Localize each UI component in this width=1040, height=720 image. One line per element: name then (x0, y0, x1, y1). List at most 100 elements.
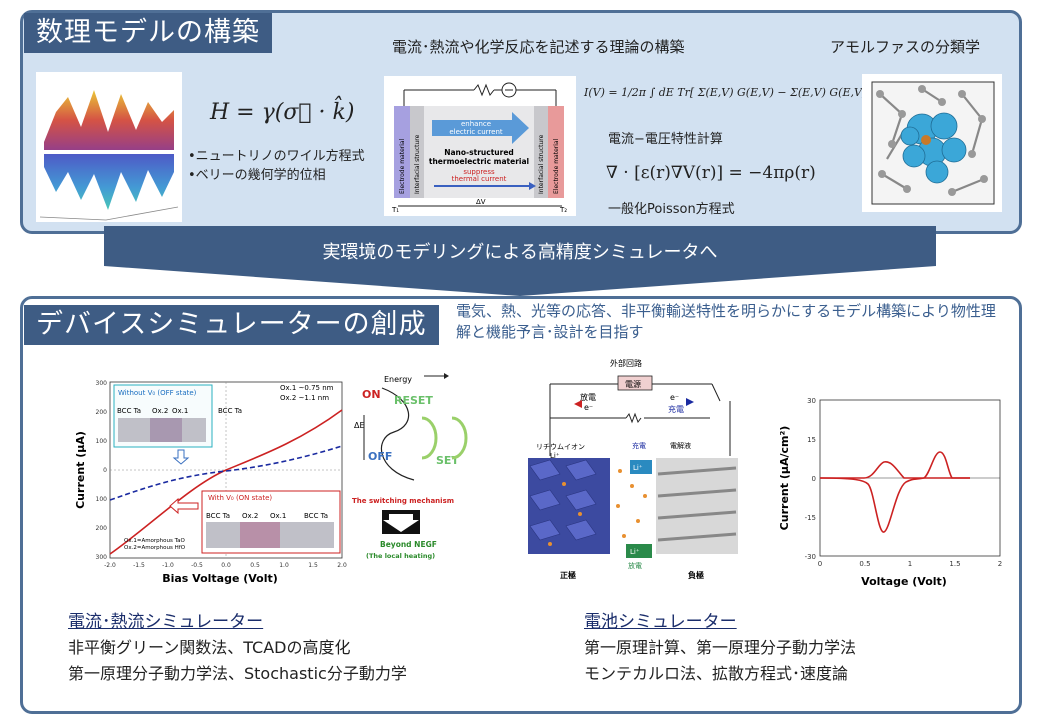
switching-mechanism: Energy ON RESET OFF SET ΔE The switching… (352, 373, 468, 560)
thermo-material-label: thermoelectric material (429, 157, 529, 166)
off-label: OFF (368, 450, 392, 463)
cv-ytick-0: 30 (807, 397, 816, 405)
iv-xtick-5: 0.5 (250, 562, 260, 569)
on-state-label: With V₀ (ON state) (208, 494, 272, 502)
de-label: ΔE (354, 421, 365, 430)
cv-xtick-4: 2 (998, 560, 1002, 568)
li-label: Li⁺ (550, 452, 560, 460)
off-state-label: Without V₀ (OFF state) (118, 389, 197, 397)
cv-ytick-4: -30 (805, 553, 816, 561)
poisson-formula: ∇ · [ε(r)∇V(r)] = −4πρ(r) (606, 163, 816, 183)
cv-xtick-0: 0 (818, 560, 822, 568)
weyl-cone-image (39, 90, 179, 221)
banner-arrow (104, 226, 936, 296)
iv-xlabel: Bias Voltage (Volt) (162, 572, 278, 585)
interfacial-right-label: Interfacial structure (538, 134, 545, 194)
current-formula: I(V) = 1/2π ∫ dE Tr[ Σ(E,V) G(E,V) − Σ(E… (584, 86, 875, 99)
iv-ytick-5: 200 (96, 525, 108, 532)
iv-xtick-1: -1.5 (133, 562, 145, 569)
suppress-label: suppress (463, 168, 495, 176)
bcc-ta-on-left: BCC Ta (206, 512, 230, 520)
thermal-simulator-title: 電流･熱流シミュレーター (68, 612, 264, 632)
iv-ytick-0: 300 (96, 380, 108, 387)
weyl-bullet-2: •ベリーの幾何学的位相 (188, 168, 326, 183)
ox2-off: Ox.2 (152, 407, 168, 415)
li-ion-label: リチウムイオン (536, 443, 585, 451)
amorphous-subtitle: アモルファスの分類学 (830, 38, 981, 56)
electrode-right-label: Electrode material (553, 138, 560, 194)
battery-simulator-title: 電池シミュレーター (584, 612, 737, 632)
cv-ytick-1: 15 (807, 436, 816, 444)
iv-xtick-0: -2.0 (104, 562, 116, 569)
discharge-top-label: 放電 (580, 392, 596, 402)
current-label: 電流−電圧特性計算 (608, 132, 723, 147)
positive-electrode-label: 正極 (560, 570, 576, 580)
bcc-ta-off-left: BCC Ta (117, 407, 141, 415)
top-header: 数理モデルの構築 (24, 13, 272, 53)
mechanism-label: The switching mechanism (352, 497, 454, 505)
theory-subtitle: 電流･熱流や化学反応を記述する理論の構築 (392, 38, 685, 56)
amorph-note-2: Ox.2=Amorphous HfO (124, 545, 186, 551)
battery-simulator-line-1: 第一原理計算、第一原理分子動力学法 (584, 638, 857, 657)
li-arrow-top: Li⁺ (633, 464, 643, 472)
thermoelectric-diagram: enhance electric current Nano-structured… (391, 82, 567, 214)
iv-xtick-2: -1.0 (162, 562, 174, 569)
cv-xtick-3: 1.5 (949, 560, 960, 568)
amorphous-structure-figure (862, 74, 1002, 212)
iv-plot: Without V₀ (OFF state) BCC Ta Ox.2 Ox.1 … (74, 380, 347, 585)
thermoelectric-figure: enhance electric current Nano-structured… (384, 76, 576, 216)
cv-xtick-1: 0.5 (859, 560, 870, 568)
negative-electrode-label: 負極 (688, 570, 704, 580)
electrode-left-label: Electrode material (399, 138, 406, 194)
ox1-on: Ox.1 (270, 512, 286, 520)
thermal-simulator-line-2: 第一原理分子動力学法、Stochastic分子動力学 (68, 664, 407, 683)
t2-label: T₂ (559, 206, 567, 214)
enhance-label: enhance (461, 120, 491, 128)
bcc-ta-off-right: BCC Ta (218, 407, 242, 415)
charge-mid-label: 充電 (632, 441, 646, 450)
thermal-current-label: thermal current (452, 175, 507, 183)
cv-xtick-2: 1 (908, 560, 912, 568)
weyl-bullet-1: •ニュートリノのワイル方程式 (188, 149, 365, 164)
iv-xtick-7: 1.5 (308, 562, 318, 569)
cv-plot: 30 15 0 -15 -30 0 0.5 1 1.5 2 Voltage (V… (778, 397, 1002, 588)
interfacial-left-label: Interfacial structure (414, 134, 421, 194)
bcc-ta-on-right: BCC Ta (304, 512, 328, 520)
cv-ylabel: Current (μA/cm²) (778, 426, 791, 531)
reset-label: RESET (394, 394, 433, 407)
nano-label: Nano-structured (444, 148, 514, 157)
iv-ytick-6: 300 (96, 554, 108, 561)
iv-ytick-1: 200 (96, 409, 108, 416)
amorphous-structure-image (871, 81, 995, 205)
iv-ylabel: Current (μA) (74, 431, 87, 509)
cv-xlabel: Voltage (Volt) (861, 575, 947, 588)
electric-current-label: electric current (449, 128, 503, 136)
bottom-header: デバイスシミュレーターの創成 (24, 305, 439, 345)
iv-xtick-3: -0.5 (191, 562, 203, 569)
li-arrow-bottom: Li⁺ (630, 548, 640, 556)
dv-label: ΔV (476, 198, 486, 206)
electron-left: e⁻ (584, 403, 593, 412)
ox1-off: Ox.1 (172, 407, 188, 415)
weyl-formula: H = γ(σ⃗ · k̂) (210, 100, 355, 125)
beyond-negf-label: Beyond NEGF (380, 540, 437, 549)
cv-ytick-2: 0 (812, 475, 816, 483)
on-label: ON (362, 388, 381, 401)
energy-label: Energy (384, 375, 412, 384)
power-source-label: 電源 (625, 380, 641, 389)
ox2-on: Ox.2 (242, 512, 258, 520)
charge-top-label: 充電 (668, 404, 684, 414)
t1-label: T₁ (391, 206, 399, 214)
iv-ytick-4: 100 (96, 496, 108, 503)
electron-right: e⁻ (670, 393, 679, 402)
battery-simulator-line-2: モンテカルロ法、拡散方程式･速度論 (584, 664, 849, 683)
ox-note-2: Ox.2 ~1.1 nm (280, 394, 329, 402)
discharge-bottom-label: 放電 (628, 561, 642, 570)
iv-ytick-2: 100 (96, 438, 108, 445)
bottom-description: 電気、熱、光等の応答、非平衡輸送特性を明らかにするモデル構築により物性理解と機能… (456, 302, 996, 341)
electrolyte-label: 電解液 (670, 441, 691, 450)
weyl-surface-figure (36, 72, 182, 222)
battery-diagram: 外部回路 電源 放電 e⁻ e⁻ 充電 リチウムイオン Li⁺ 充電 電解液 L… (528, 358, 738, 580)
cv-ytick-3: -15 (805, 514, 816, 522)
iv-xtick-6: 1.0 (279, 562, 289, 569)
